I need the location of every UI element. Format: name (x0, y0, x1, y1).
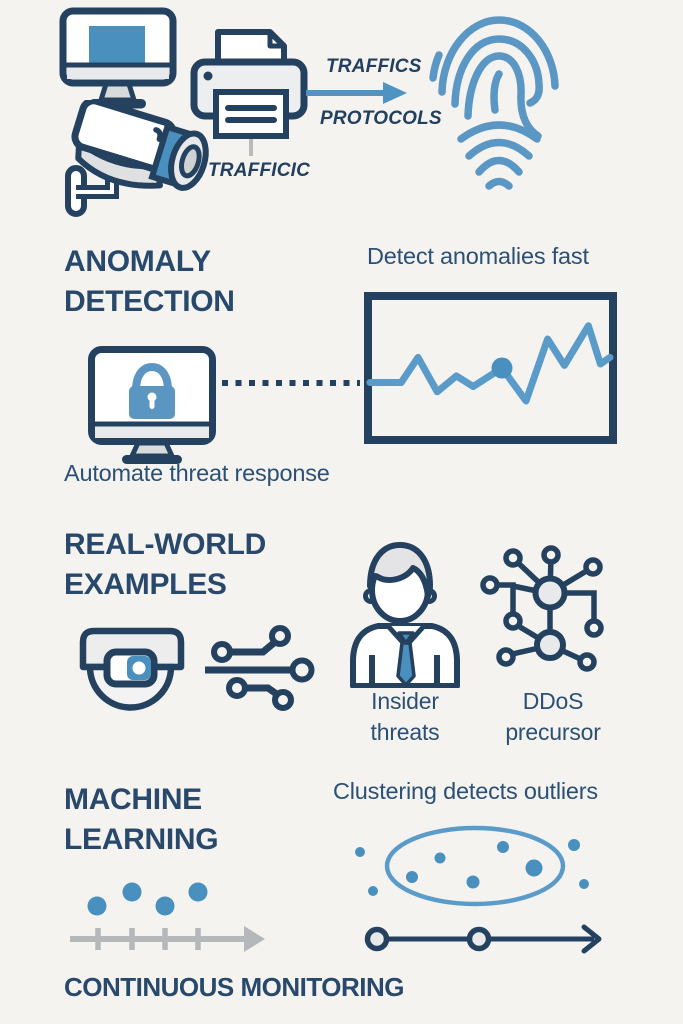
ddos-precursor-label: DDoS precursor (505, 688, 601, 745)
clustering-caption: Clustering detects outliers (333, 778, 598, 804)
insider-threats-label: Insider threats (370, 688, 440, 745)
anomaly-sparkline-chart (364, 292, 617, 444)
network-branches-icon (205, 625, 315, 711)
insider-person-icon (350, 542, 460, 688)
continuous-monitoring-label: CONTINUOUS MONITORING (64, 972, 405, 1002)
security-camera-icon (65, 100, 209, 217)
protocols-label: PROTOCOLS (320, 108, 442, 129)
realworld-title-line1: REAL-WORLD (64, 528, 266, 561)
ml-title-line2: LEARNING (64, 823, 219, 856)
cluster-scatter-chart (355, 825, 589, 907)
monitoring-timeline-icon (70, 882, 265, 952)
realworld-title-line2: EXAMPLES (64, 568, 227, 601)
machine-learning-title: MACHINE LEARNING (64, 780, 219, 860)
detect-anomalies-caption: Detect anomalies fast (367, 243, 589, 269)
anomaly-title-line2: DETECTION (64, 285, 235, 318)
dotted-connector (222, 380, 360, 386)
ddos-node-graph-icon (480, 545, 604, 672)
ml-title-line1: MACHINE (64, 783, 202, 816)
real-world-examples-title: REAL-WORLD EXAMPLES (64, 525, 266, 605)
lock-icon (129, 362, 175, 419)
dome-camera-icon (79, 627, 185, 711)
anomaly-detection-title: ANOMALY DETECTION (64, 242, 235, 322)
automate-response-caption: Automate threat response (64, 460, 330, 486)
secured-monitor-icon (88, 346, 216, 464)
desktop-monitor-icon (59, 7, 177, 109)
trafficic-label: TRAFFICIC (208, 160, 311, 181)
printer-icon (190, 29, 308, 156)
fingerprint-icon (429, 16, 559, 190)
anomaly-title-line1: ANOMALY (64, 245, 211, 278)
progression-arrow-icon (364, 924, 602, 954)
traffics-label: TRAFFICS (326, 56, 422, 77)
flow-arrow-icon (306, 82, 407, 104)
